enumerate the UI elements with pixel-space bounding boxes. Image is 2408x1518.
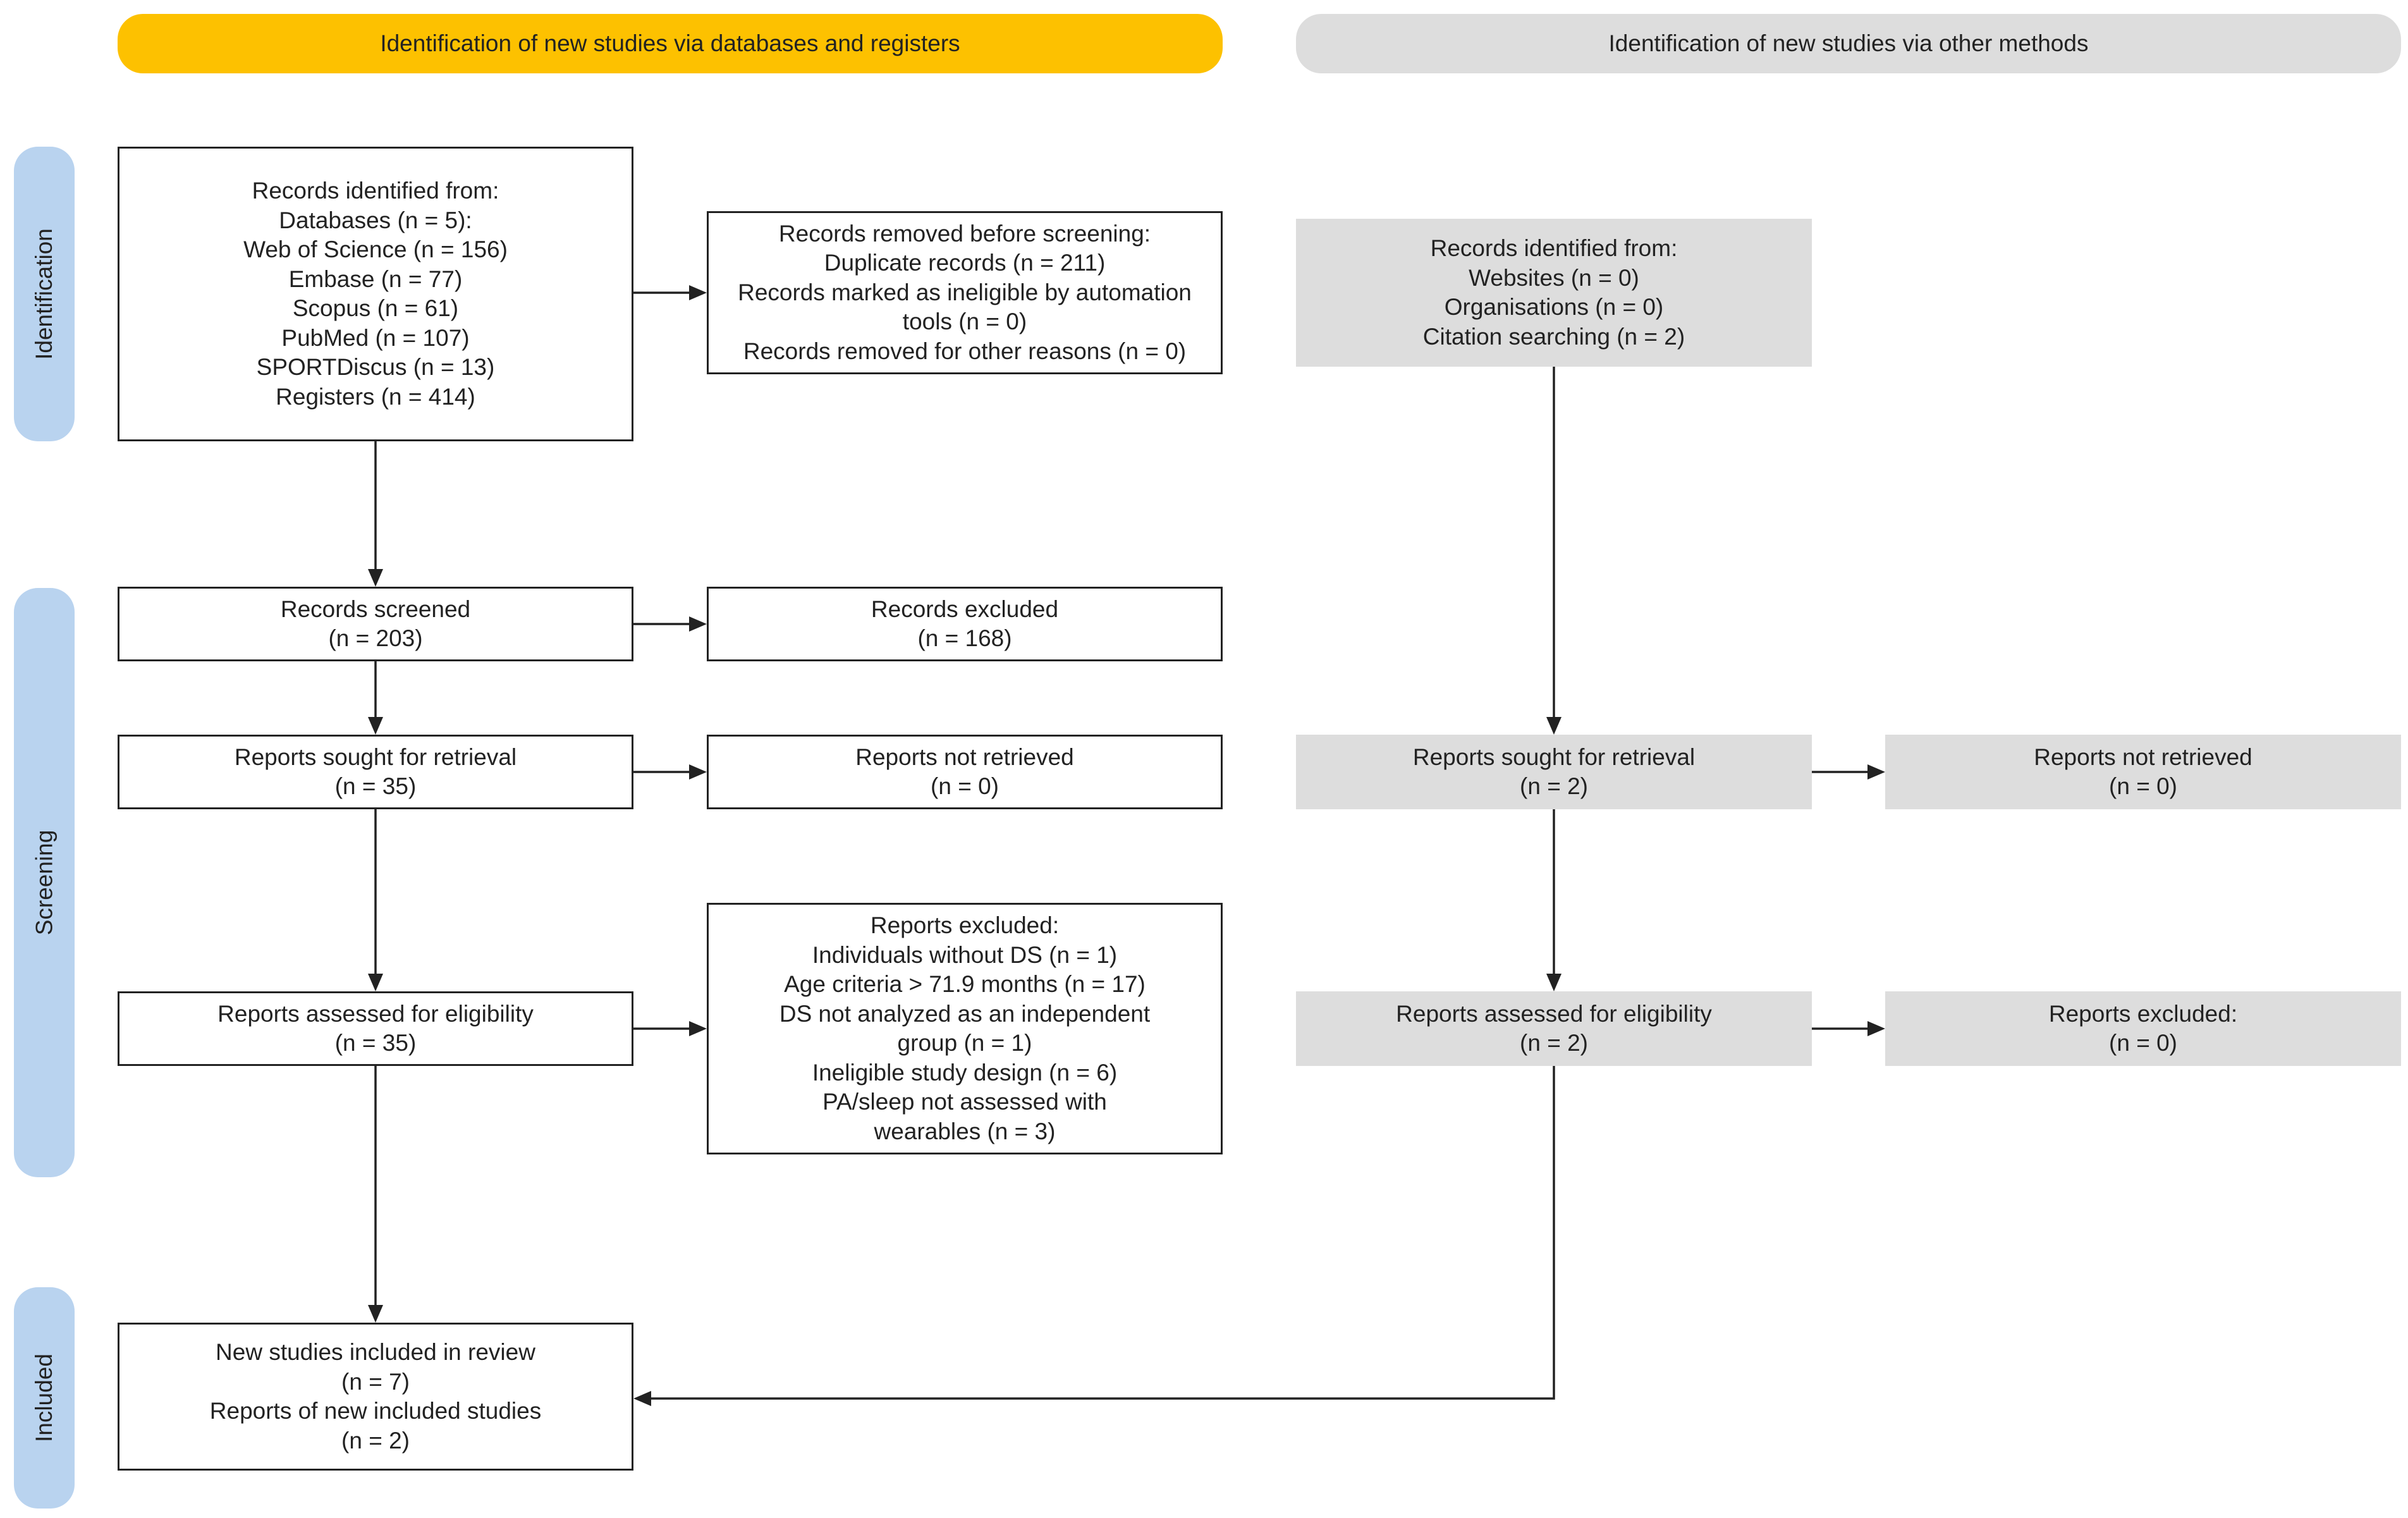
other-reports-excluded-box: Reports excluded: (n = 0) (1885, 991, 2401, 1066)
box-line: (n = 203) (328, 625, 423, 651)
other-records-identified-box: Records identified from: Websites (n = 0… (1296, 219, 1812, 367)
box-line: Reports sought for retrieval (234, 744, 517, 770)
arrowhead (368, 1305, 383, 1323)
other-reports-assessed-box: Reports assessed for eligibility (n = 2) (1296, 991, 1812, 1066)
box-line: tools (n = 0) (902, 309, 1027, 335)
box-line: Reports not retrieved (2034, 744, 2252, 770)
box-line: (n = 0) (2109, 1030, 2177, 1056)
records-screened-box: Records screened (n = 203) (118, 587, 633, 661)
phase-included: Included (14, 1287, 75, 1509)
box-line: (n = 2) (1520, 773, 1588, 799)
phase-identification: Identification (14, 147, 75, 441)
box-line: (n = 2) (1520, 1030, 1588, 1056)
records-removed-box: Records removed before screening: Duplic… (707, 211, 1223, 374)
arrow-other-assessed-to-included (651, 1066, 1555, 1400)
box-line: Scopus (n = 61) (292, 295, 459, 321)
box-line: Records removed before screening: (778, 220, 1151, 247)
box-line: Reports not retrieved (855, 744, 1074, 770)
arrowhead (368, 974, 383, 991)
arrowhead (1546, 974, 1562, 991)
other-methods-banner: Identification of new studies via other … (1296, 14, 2401, 73)
arrowhead (689, 616, 707, 632)
box-line: Citation searching (n = 2) (1422, 323, 1685, 350)
databases-banner-label: Identification of new studies via databa… (380, 30, 960, 56)
box-line: (n = 35) (334, 1030, 417, 1056)
box-line: Reports sought for retrieval (1412, 744, 1696, 770)
arrowhead (1546, 717, 1562, 735)
arrowhead (689, 1021, 707, 1036)
box-line: Reports of new included studies (209, 1398, 542, 1424)
box-line: SPORTDiscus (n = 13) (256, 354, 495, 380)
records-identified-box: Records identified from: Databases (n = … (118, 147, 633, 441)
box-line: Ineligible study design (n = 6) (812, 1059, 1118, 1086)
box-line: Records identified from: (252, 178, 499, 204)
reports-excluded-box: Reports excluded: Individuals without DS… (707, 903, 1223, 1154)
arrowhead (1867, 764, 1885, 780)
phase-screening: Screening (14, 588, 75, 1177)
box-line: group (n = 1) (897, 1030, 1032, 1056)
arrowhead (368, 717, 383, 735)
studies-included-box: New studies included in review (n = 7) R… (118, 1323, 633, 1471)
box-line: Records removed for other reasons (n = 0… (743, 338, 1187, 364)
box-line: Organisations (n = 0) (1444, 294, 1664, 320)
box-line: Embase (n = 77) (288, 266, 463, 292)
box-line: Reports assessed for eligibility (1396, 1000, 1712, 1027)
box-line: Reports excluded: (870, 912, 1060, 938)
arrowhead (368, 569, 383, 587)
box-line: (n = 35) (334, 773, 417, 799)
box-line: Individuals without DS (n = 1) (812, 941, 1118, 968)
box-line: Databases (n = 5): (279, 207, 472, 233)
box-line: Records identified from: (1430, 235, 1678, 261)
box-line: Records screened (280, 596, 471, 622)
box-line: PA/sleep not assessed with (822, 1089, 1107, 1115)
databases-banner: Identification of new studies via databa… (118, 14, 1223, 73)
box-line: Registers (n = 414) (276, 383, 475, 410)
box-line: New studies included in review (216, 1339, 535, 1365)
box-line: Duplicate records (n = 211) (824, 250, 1106, 276)
box-line: DS not analyzed as an independent (779, 1000, 1151, 1027)
box-line: Records excluded (871, 596, 1059, 622)
box-line: (n = 0) (931, 773, 999, 799)
box-line: (n = 7) (341, 1368, 410, 1395)
box-line: wearables (n = 3) (874, 1118, 1056, 1144)
arrowhead (689, 285, 707, 300)
other-reports-not-retrieved-box: Reports not retrieved (n = 0) (1885, 735, 2401, 809)
box-line: (n = 0) (2109, 773, 2177, 799)
reports-assessed-box: Reports assessed for eligibility (n = 35… (118, 991, 633, 1066)
box-line: (n = 168) (917, 625, 1012, 651)
box-line: Websites (n = 0) (1469, 264, 1639, 291)
box-line: Web of Science (n = 156) (243, 236, 508, 262)
box-line: (n = 2) (341, 1427, 410, 1454)
box-line: PubMed (n = 107) (281, 324, 470, 351)
box-line: Records marked as ineligible by automati… (738, 279, 1192, 305)
other-methods-banner-label: Identification of new studies via other … (1608, 30, 2089, 56)
reports-not-retrieved-box: Reports not retrieved (n = 0) (707, 735, 1223, 809)
box-line: Age criteria > 71.9 months (n = 17) (784, 971, 1146, 997)
other-reports-sought-box: Reports sought for retrieval (n = 2) (1296, 735, 1812, 809)
records-excluded-box: Records excluded (n = 168) (707, 587, 1223, 661)
box-line: Reports assessed for eligibility (217, 1000, 534, 1027)
arrowhead (689, 764, 707, 780)
arrowhead (1867, 1021, 1885, 1036)
box-line: Reports excluded: (2048, 1000, 2238, 1027)
reports-sought-box: Reports sought for retrieval (n = 35) (118, 735, 633, 809)
arrowhead (633, 1391, 651, 1406)
